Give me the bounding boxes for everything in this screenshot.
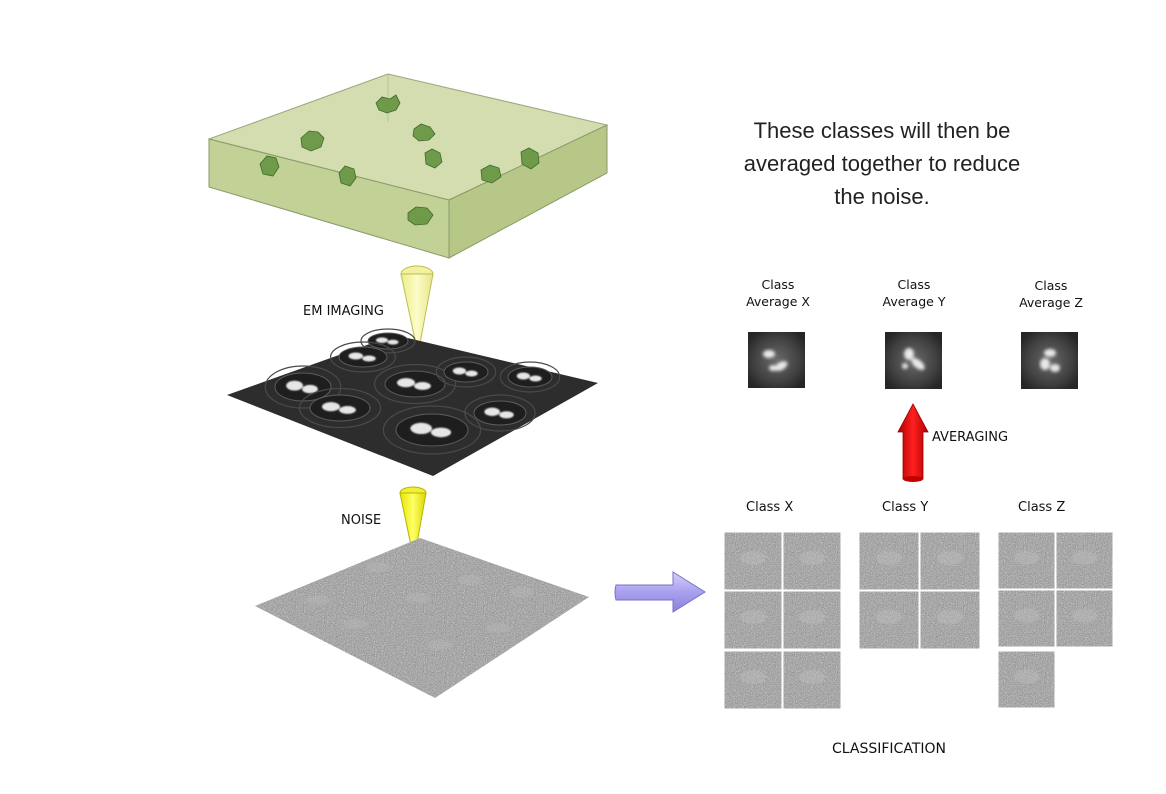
noisy-particle [428,640,452,650]
class-y-tile [919,531,981,591]
class-average-x-label: Class Average X [728,276,828,310]
class-y-label: Class Y [882,500,929,515]
class-average-images [748,332,1078,389]
noise-label: NOISE [341,513,382,528]
em-imaging-label: EM IMAGING [303,304,384,319]
class-z-tile [1055,531,1114,590]
caption: These classes will then be averaged toge… [672,114,1092,213]
noise-arrow [399,486,427,561]
class-average-x-line2: Average X [746,294,810,309]
class-z-tile [997,589,1056,648]
em-particle [264,365,342,409]
averaging-label: AVERAGING [932,430,1009,445]
caption-line-1: These classes will then be [753,118,1011,143]
em-particle [373,363,457,405]
sample-box [207,73,609,259]
em-particle [298,387,382,429]
class-z-tile [997,531,1056,590]
class-average-z-line2: Average Z [1019,295,1083,310]
protein-particles [259,94,540,226]
class-average-z-label: Class Average Z [1001,277,1101,311]
em-particle [464,394,536,432]
class-x-label: Class X [746,500,794,515]
noisy-particle [406,593,430,603]
noisy-particle [366,562,390,572]
class-average-y-line2: Average Y [882,294,946,309]
class-y-tile [858,590,920,650]
class-average-y-line1: Class [897,277,931,292]
class-image-grids [723,531,1114,710]
em-particle [360,328,416,354]
em-image-plane [227,328,598,476]
noisy-particle [343,619,367,629]
class-z-label: Class Z [1018,500,1066,515]
class-x-tile [723,531,783,591]
noisy-particle [510,587,534,597]
class-average-z-image [1021,332,1078,389]
class-average-x-image [748,332,805,388]
class-average-z-line1: Class [1034,278,1068,293]
classification-arrow [614,571,706,613]
class-y-tile [919,590,981,650]
class-x-tile [782,531,842,591]
caption-line-2: averaged together to reduce [743,151,1021,176]
noisy-image-plane [255,538,589,698]
class-y-tile [858,531,920,591]
class-z-tile [997,650,1056,709]
class-z-tile [1055,589,1114,648]
em-particle [382,405,482,455]
em-imaging-arrow [400,265,434,355]
class-average-y-image [885,332,942,389]
caption-line-3: the noise. [834,184,930,209]
em-particle [330,341,397,373]
em-particle [499,361,561,393]
class-x-tile [782,650,842,710]
averaging-arrow [897,403,929,482]
noisy-particle [458,575,482,585]
class-average-x-line1: Class [761,277,795,292]
classification-label: CLASSIFICATION [832,741,946,757]
class-x-tile [723,590,783,650]
em-particle-images [264,328,561,455]
class-average-y-label: Class Average Y [864,276,964,310]
noisy-particle [306,595,330,605]
class-x-tile [723,650,783,710]
class-x-tile [782,590,842,650]
em-particle [435,356,497,388]
noisy-particle [486,623,510,633]
